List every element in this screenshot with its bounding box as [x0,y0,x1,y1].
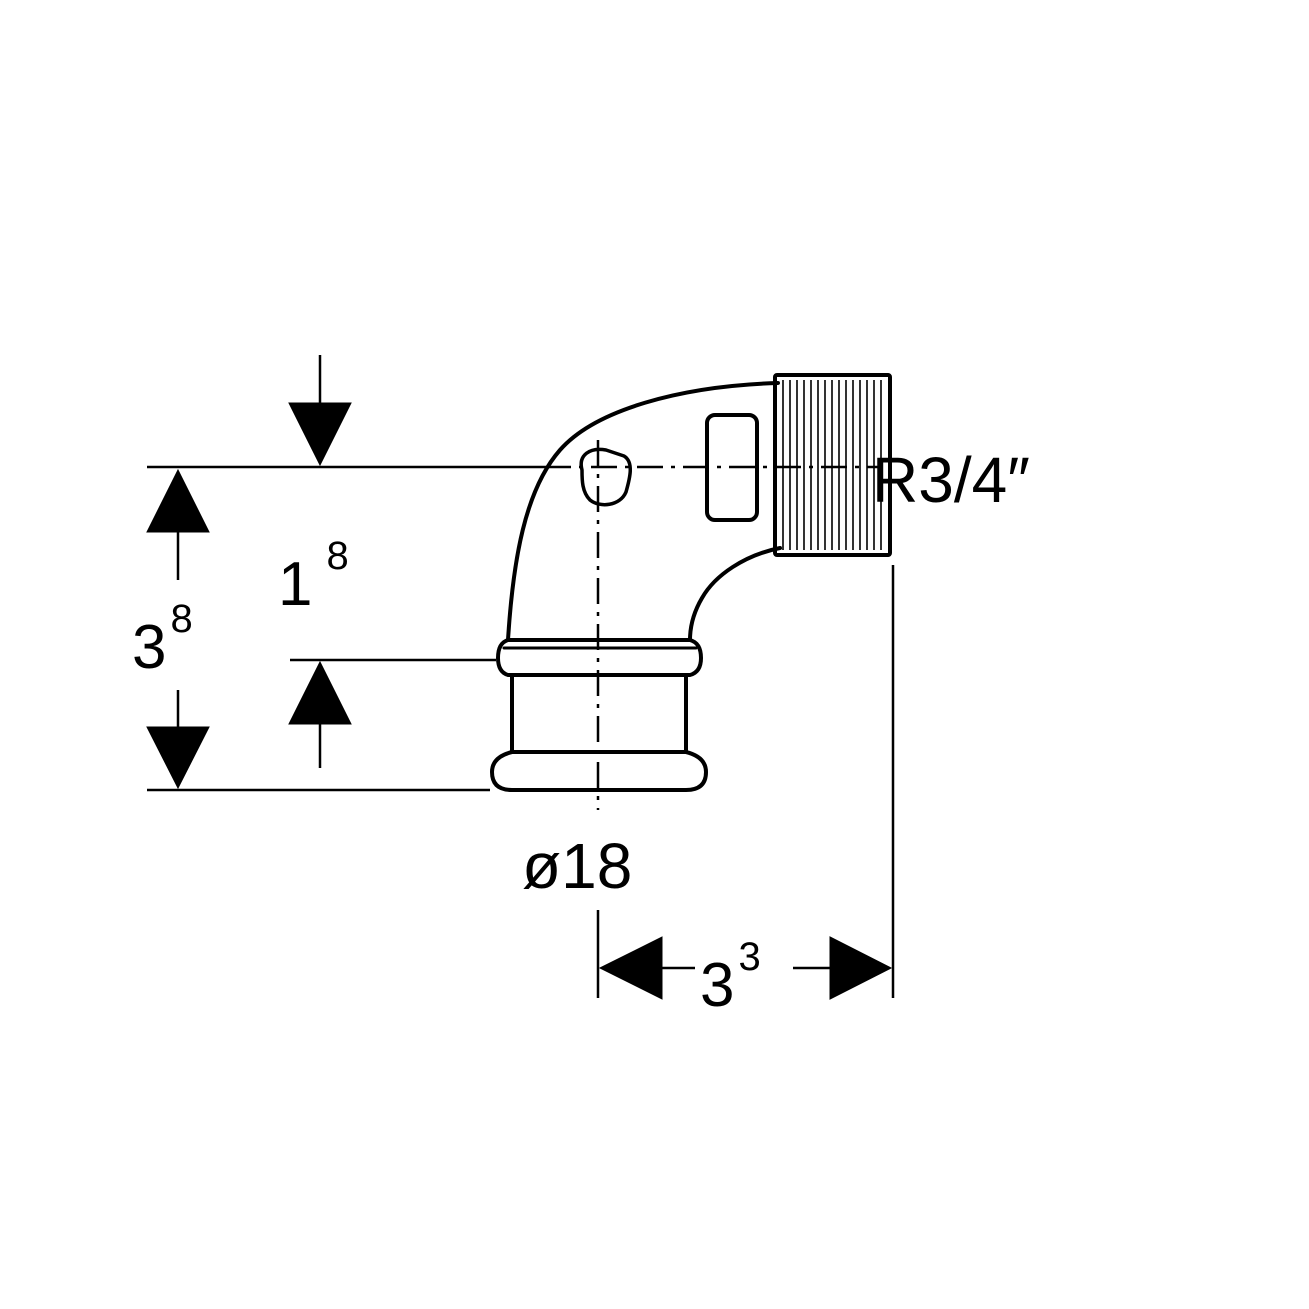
elbow-inner-contour [688,546,782,642]
elbow-fitting [490,373,892,792]
width-sup: 3 [738,935,760,979]
extension-lines [147,465,895,998]
height-offset-base: 1 [278,550,312,619]
dimension-height-offset [288,355,352,768]
press-indicator-bump [579,447,632,507]
height-offset-sup: 8 [326,534,348,578]
height-total-up-arrow [146,468,210,533]
height-total-sup: 8 [170,597,192,641]
socket-end-lip [490,750,708,792]
height-offset-down-arrow [288,402,352,467]
center-lines [545,440,880,810]
height-total-base: 3 [132,613,166,682]
dimension-width [598,936,893,1000]
press-ring [496,638,703,677]
dimension-height-total [146,468,210,790]
width-right-arrow [829,936,893,1000]
elbow-outer-contour [506,381,780,642]
width-base: 3 [700,951,734,1020]
height-total-down-arrow [146,726,210,790]
width-left-arrow [598,936,663,1000]
thread-size-label: R3/4″ [872,444,1030,516]
diameter-label: ø18 [522,830,632,902]
height-offset-up-arrow [288,660,352,725]
thread-lines [782,380,882,550]
